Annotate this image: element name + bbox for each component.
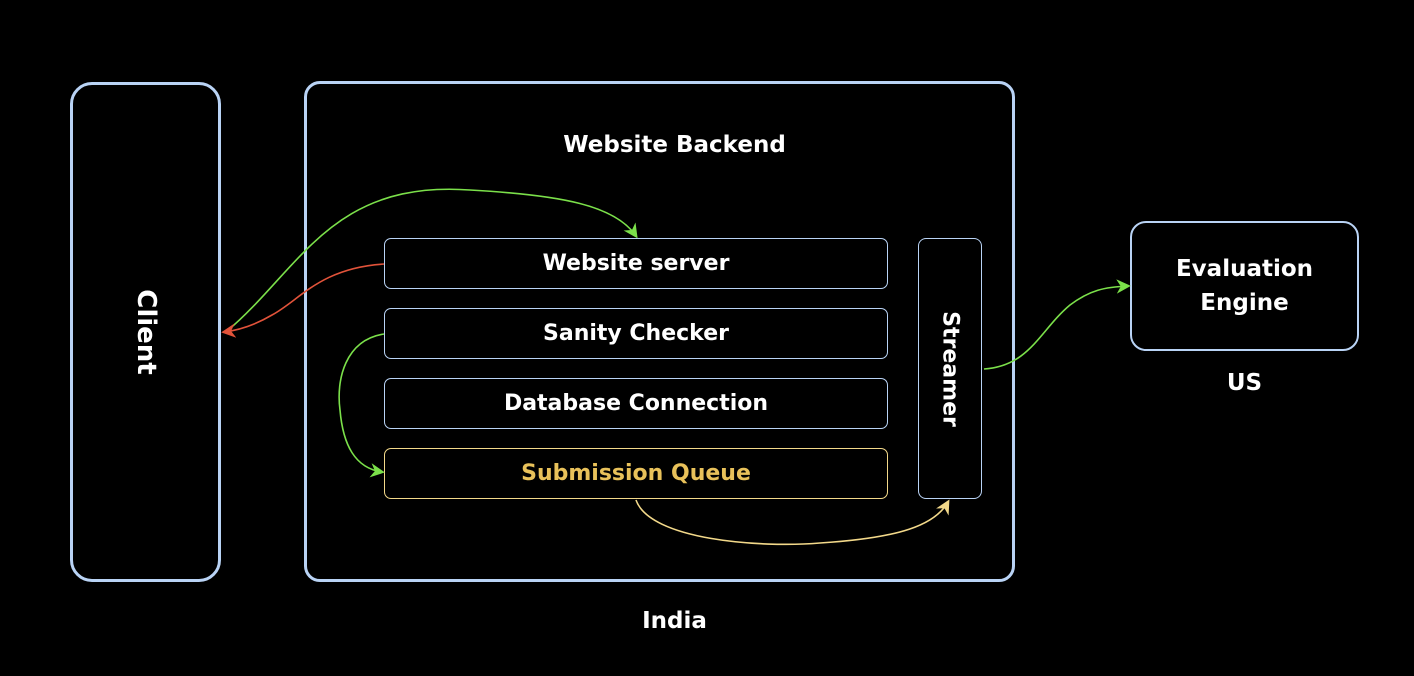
engine-label-line2: Engine <box>1200 290 1289 316</box>
streamer-box: Streamer <box>918 238 982 499</box>
database-connection-label: Database Connection <box>503 391 769 416</box>
sanity-checker-box: Sanity Checker <box>384 308 888 359</box>
submission-queue-label: Submission Queue <box>521 461 751 486</box>
database-connection-box: Database Connection <box>384 378 888 429</box>
backend-title: Website Backend <box>563 132 786 158</box>
evaluation-engine-box: Evaluation Engine <box>1130 221 1359 351</box>
region-label-us: US <box>1226 370 1263 396</box>
submission-queue-box: Submission Queue <box>384 448 888 499</box>
client-label: Client <box>130 289 161 375</box>
streamer-label: Streamer <box>937 310 963 427</box>
sanity-checker-label: Sanity Checker <box>543 321 729 346</box>
engine-label-line1: Evaluation <box>1175 256 1314 282</box>
website-server-box: Website server <box>384 238 888 289</box>
region-label-india: India <box>642 608 707 634</box>
client-box: Client <box>70 82 221 582</box>
website-server-label: Website server <box>542 251 730 276</box>
